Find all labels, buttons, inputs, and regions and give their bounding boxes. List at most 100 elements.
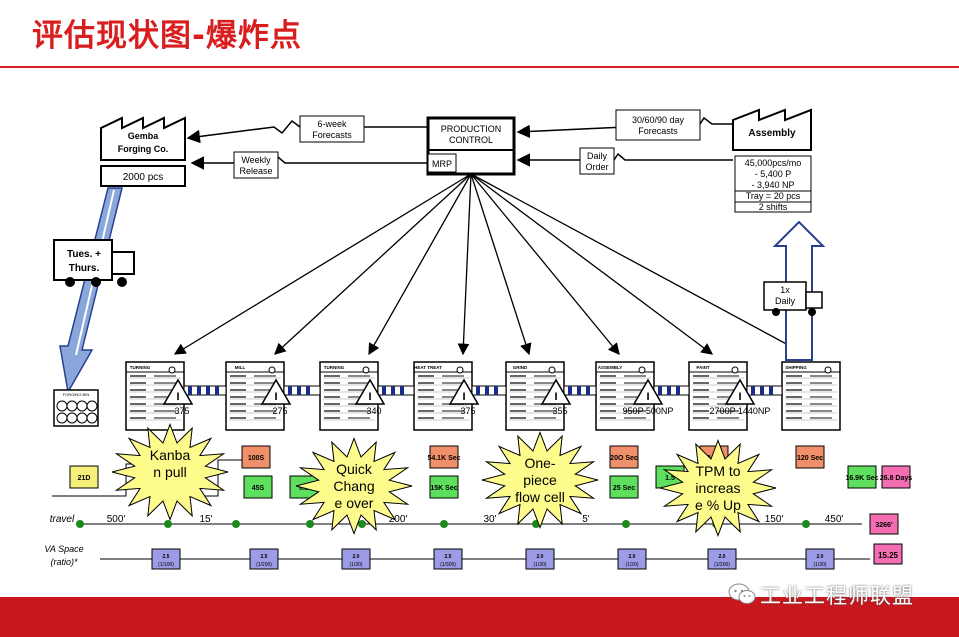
wechat-icon	[728, 583, 756, 604]
burst-line1: One-	[524, 455, 555, 471]
process-name: PAINT	[696, 365, 709, 370]
travel-node	[440, 520, 448, 528]
travel-distance: 5'	[582, 514, 590, 525]
process-name: TURNING	[324, 365, 345, 370]
production-control: PRODUCTION CONTROL MRP	[426, 116, 516, 176]
space-ratio-bottom: (1/300)	[440, 562, 456, 568]
svg-text:I: I	[646, 391, 649, 403]
travel-label: travel	[50, 514, 75, 525]
burst-line3: flow cell	[515, 489, 565, 505]
inventory-triangle: I	[354, 378, 386, 405]
travel-distance: 150'	[765, 514, 784, 525]
space-ratio-top: 2.0	[629, 554, 636, 560]
inbound-truck-line1: Tues. +	[67, 249, 101, 260]
wait-time-value: 54.1K Sec	[427, 455, 460, 462]
total-space: 15.25	[873, 543, 903, 565]
inventory-count: 275	[272, 406, 287, 416]
space-ratio-top: 2.5	[261, 554, 268, 560]
forging-bin: FORGING BIN	[53, 389, 99, 427]
space-ratio-box: 2.5(1/100)	[151, 548, 181, 570]
inventory-count: 375	[460, 406, 475, 416]
process-box: GRIND	[505, 361, 565, 431]
schedule-arrow	[368, 173, 472, 356]
customer-demand-np: - 3,940 NP	[751, 180, 794, 190]
travel-distance: 15'	[199, 514, 212, 525]
travel-node	[76, 520, 84, 528]
schedule-arrows	[173, 173, 807, 356]
information-flows: 6-week Forecasts Weekly Release 30/60/90…	[186, 109, 733, 179]
process-name: ASSEMBLY	[598, 365, 623, 370]
customer-tray: Tray = 20 pcs	[746, 191, 801, 201]
space-ratio-top: 2.0	[817, 554, 824, 560]
burst-line1: Kanba	[150, 447, 191, 463]
space-ratio-top: 2.0	[537, 554, 544, 560]
svg-text:I: I	[176, 391, 179, 403]
space-ratio-bottom: (1/30)	[349, 562, 362, 568]
total-lead-text: 26.8 Days	[880, 475, 912, 482]
space-ratio-box: 2.0(1/30)	[341, 548, 371, 570]
title-divider	[0, 66, 959, 68]
wait-time-value: 100S	[248, 455, 265, 462]
travel-distance: 450'	[825, 514, 844, 525]
wait-time-value: 21D	[78, 475, 91, 482]
travel-distance: 500'	[107, 514, 126, 525]
schedule-arrow	[470, 173, 620, 356]
burst-line2: increas	[695, 480, 740, 496]
travel-node	[358, 520, 366, 528]
supplier-name-line2: Forging Co.	[118, 144, 169, 154]
space-ratio-box: 2.0 (1/20)	[617, 548, 647, 570]
outbound-truck-line1: 1x	[780, 285, 790, 295]
footer-bar	[0, 597, 959, 637]
travel-distance: 30'	[483, 514, 496, 525]
svg-text:I: I	[462, 391, 465, 403]
total-travel-text: 3266'	[875, 522, 893, 529]
wait-time-box: 20O Sec	[609, 445, 639, 469]
space-ratio-top: 2.0	[719, 554, 726, 560]
forging-bin-label: FORGING BIN	[63, 392, 90, 397]
control-name-line1: PRODUCTION	[441, 124, 502, 134]
space-ratio-bottom: (1/20)	[625, 562, 638, 568]
space-label-line2: (ratio)*	[50, 557, 78, 567]
svg-text:I: I	[274, 391, 277, 403]
burst-line3: e % Up	[695, 497, 741, 513]
daily-order-line1: Daily	[587, 151, 608, 161]
travel-distance: 200'	[389, 514, 408, 525]
supplier-quantity: 2000 pcs	[123, 172, 164, 183]
value-time-box: 45S	[243, 475, 273, 499]
customer-name: Assembly	[748, 128, 796, 139]
wait-time-box: 120 Sec	[795, 445, 825, 469]
customer-forecast-line2: Forecasts	[638, 126, 678, 136]
travel-node	[802, 520, 810, 528]
inventory-triangle: I	[724, 378, 756, 405]
svg-text:I: I	[554, 391, 557, 403]
customer-factory: Assembly 45,000pcs/mo - 5,400 P - 3,940 …	[732, 108, 812, 213]
process-name: TURNING	[130, 365, 151, 370]
inventory-triangle: I	[162, 378, 194, 405]
wait-time-box: 21D	[69, 465, 99, 489]
burst-line1: Quick	[336, 461, 373, 477]
customer-demand: 45,000pcs/mo	[745, 158, 802, 168]
inventory-count: 355	[552, 406, 567, 416]
wait-time-box: 54.1K Sec	[427, 445, 461, 469]
customer-demand-p: - 5,400 P	[755, 169, 792, 179]
space-ratio-box: 2.5(1/200)	[249, 548, 279, 570]
inbound-shipment-arrow	[59, 187, 123, 395]
process-name: MILL	[235, 365, 246, 370]
space-ratio-top: 2.5	[445, 554, 452, 560]
supplier-factory: Gemba Forging Co. 2000 pcs	[100, 116, 186, 187]
space-ratio-box: 2.0(1/200)	[707, 548, 737, 570]
space-ratio-top: 2.5	[163, 554, 170, 560]
outbound-truck: 1x Daily	[763, 281, 823, 316]
supplier-name-line1: Gemba	[128, 131, 160, 141]
customer-shifts: 2 shifts	[759, 202, 788, 212]
inbound-truck: Tues. + Thurs.	[53, 239, 135, 287]
push-arrow	[746, 385, 783, 396]
daily-order-line2: Order	[585, 162, 608, 172]
travel-node	[622, 520, 630, 528]
wait-time-value: 120 Sec	[797, 455, 823, 462]
